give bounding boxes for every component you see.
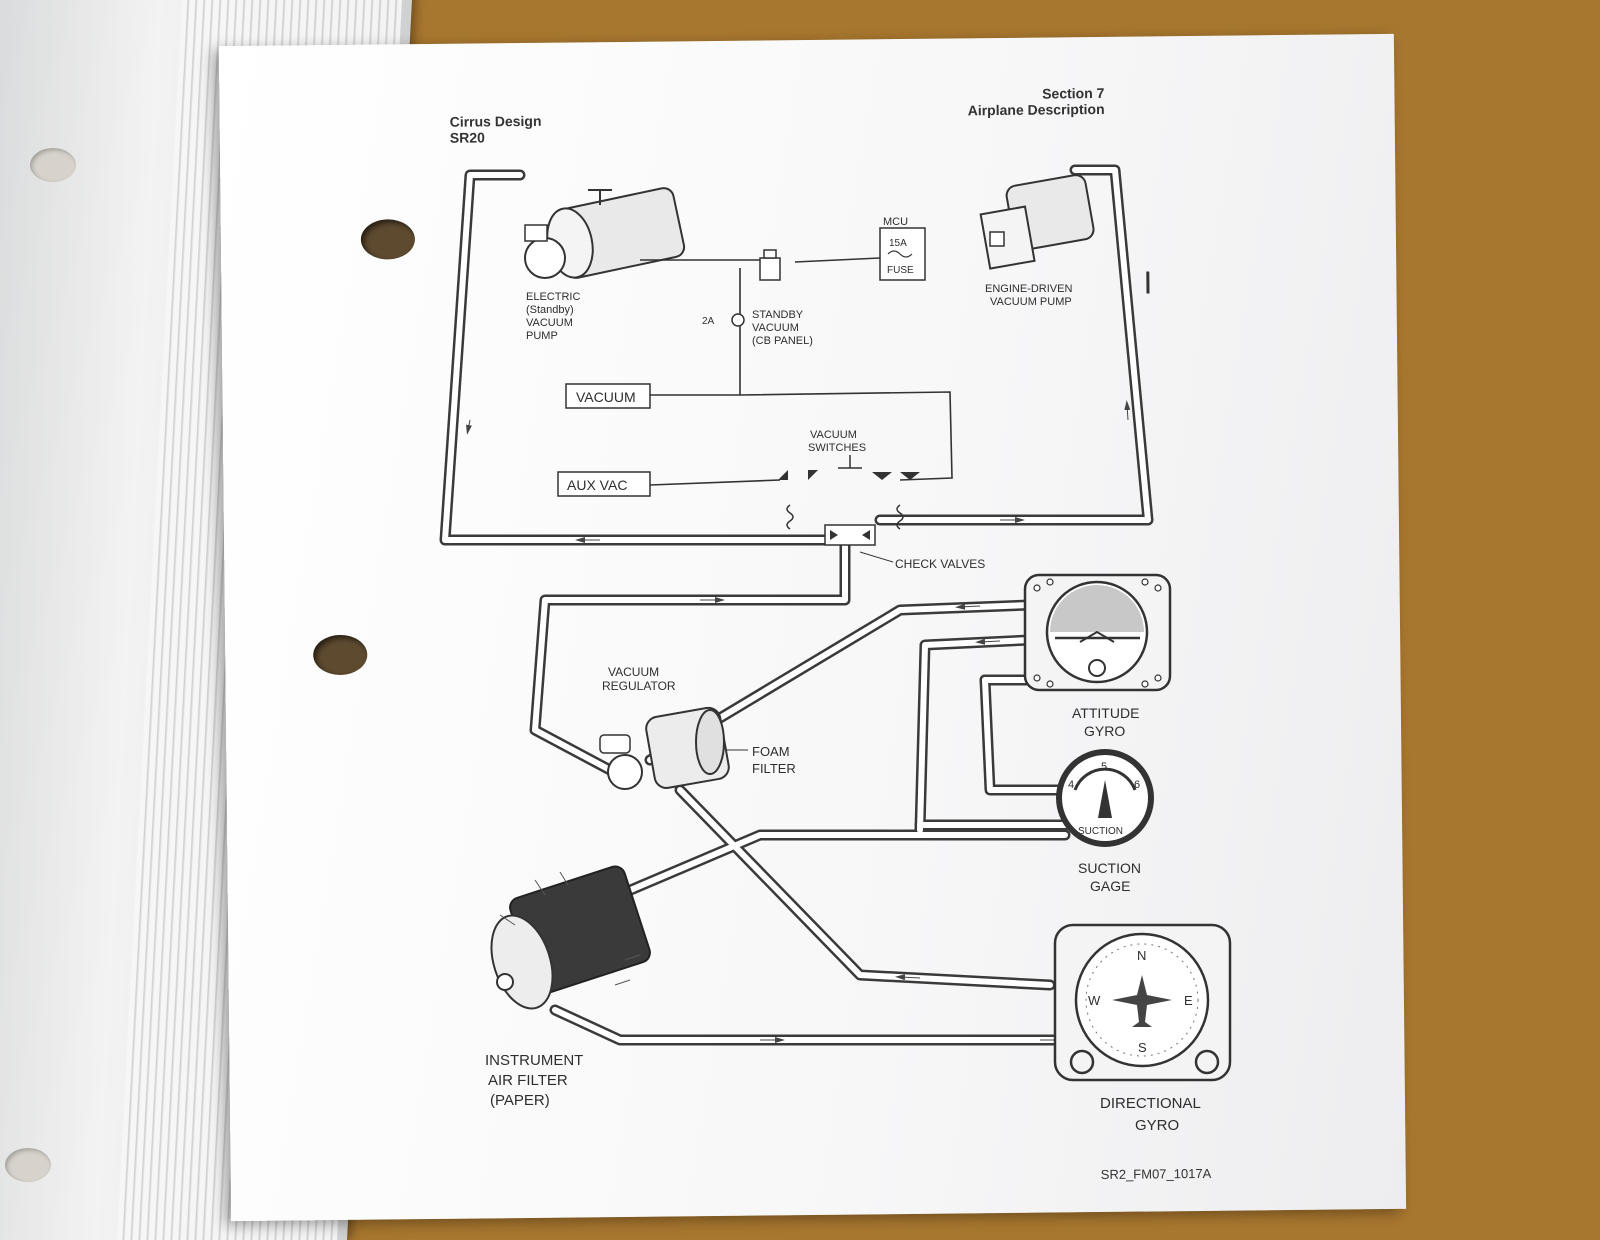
standby-vacuum-circuit-breaker: 2A STANDBY VACUUM (CB PANEL) bbox=[702, 309, 813, 347]
svg-text:SUCTION GAGE: SUCTION GAGE bbox=[1078, 860, 1145, 894]
svg-text:FOAM FILTER: FOAM FILTER bbox=[752, 744, 796, 776]
stack-punch-hole-top bbox=[30, 148, 76, 182]
svg-text:ELECTRIC (Standby) VAC: ELECTRIC (Standby) VACUUM PUMP bbox=[526, 291, 583, 342]
mcu-label: MCU bbox=[883, 216, 908, 228]
compass-s: S bbox=[1138, 1040, 1147, 1055]
flow-arrows bbox=[466, 400, 1131, 1043]
suction-gage-label-1: SUCTION bbox=[1078, 860, 1141, 876]
vacuum-regulator-label-2: REGULATOR bbox=[602, 679, 676, 693]
stack-punch-hole-bottom bbox=[5, 1148, 51, 1182]
electric-pump-label-4: PUMP bbox=[526, 330, 558, 342]
vacuum-system-diagram: MCU 15A FUSE 2A STANDBY VACUUM (CB PANEL… bbox=[439, 164, 1232, 1134]
electric-pump-label-2: (Standby) bbox=[526, 304, 574, 316]
air-filter-label-2: AIR FILTER bbox=[488, 1072, 568, 1089]
engine-pump-label-2: VACUUM PUMP bbox=[990, 296, 1072, 308]
svg-text:ENGINE-DRIVEN VACUUM PUMP: ENGINE-DRIVEN VACUUM PUMP bbox=[985, 283, 1075, 308]
engine-driven-vacuum-pump bbox=[979, 174, 1095, 270]
svg-text:ATTITUDE GYRO: ATTITUDE GYRO bbox=[1072, 705, 1143, 739]
suction-gage-label-2: GAGE bbox=[1090, 878, 1130, 894]
suction-gage: 4 5 6 SUCTION SUCTION GAGE bbox=[1056, 749, 1154, 894]
svg-text:VACUUM SWITCHES: VACUUM SWITCHES bbox=[808, 429, 866, 454]
svg-text:DIRECTIONAL GYRO: DIRECTIONAL GYRO bbox=[1100, 1095, 1204, 1134]
foam-filter-label-2: FILTER bbox=[752, 761, 796, 776]
check-valves: CHECK VALVES bbox=[824, 524, 985, 571]
directional-gyro-label-1: DIRECTIONAL bbox=[1100, 1095, 1201, 1112]
suction-tick-5: 5 bbox=[1101, 761, 1107, 773]
electric-vacuum-pump bbox=[524, 187, 686, 279]
suction-tick-4: 4 bbox=[1068, 779, 1074, 791]
relay-connector bbox=[759, 249, 781, 281]
air-filter-label-3: (PAPER) bbox=[490, 1092, 550, 1109]
fuse-label: FUSE bbox=[887, 265, 914, 276]
cb-amp-label: 2A bbox=[702, 316, 715, 327]
vacuum-regulator-label-1: VACUUM bbox=[608, 665, 659, 679]
electrical-wiring bbox=[640, 257, 953, 486]
compass-w: W bbox=[1088, 993, 1101, 1008]
svg-text:VACUUM REGULATOR: VACUUM REGULATOR bbox=[602, 665, 676, 693]
suction-tick-6: 6 bbox=[1134, 779, 1140, 791]
directional-gyro: N E S W DIRECTIONAL GYRO bbox=[1053, 923, 1232, 1134]
aux-vac-annunciator-label: AUX VAC bbox=[567, 477, 627, 493]
standby-vacuum-label-3: (CB PANEL) bbox=[752, 335, 813, 347]
fuse-amp-label: 15A bbox=[889, 238, 907, 249]
vacuum-switches-label-2: SWITCHES bbox=[808, 442, 866, 454]
svg-text:INSTRUMENT AIR FILTER: INSTRUMENT AIR FILTER (PAPER) bbox=[485, 1052, 587, 1109]
suction-dial-label: SUCTION bbox=[1078, 826, 1123, 837]
engine-pump-label-1: ENGINE-DRIVEN bbox=[985, 283, 1072, 295]
instrument-air-filter: INSTRUMENT AIR FILTER (PAPER) bbox=[485, 865, 651, 1109]
electric-pump-label-1: ELECTRIC bbox=[526, 291, 580, 303]
aux-vac-annunciator: AUX VAC bbox=[557, 471, 651, 497]
svg-text:STANDBY VACUUM (CB: STANDBY VACUUM (CB PANEL) bbox=[752, 309, 813, 347]
attitude-gyro: ATTITUDE GYRO bbox=[1023, 573, 1172, 739]
standby-vacuum-label-1: STANDBY bbox=[752, 309, 804, 321]
directional-gyro-label-2: GYRO bbox=[1135, 1117, 1179, 1134]
foam-filter-label-1: FOAM bbox=[752, 744, 790, 759]
vacuum-switches: VACUUM SWITCHES bbox=[778, 429, 920, 530]
attitude-gyro-label-2: GYRO bbox=[1084, 723, 1125, 739]
compass-n: N bbox=[1137, 948, 1146, 963]
attitude-gyro-label-1: ATTITUDE bbox=[1072, 705, 1139, 721]
vacuum-annunciator: VACUUM bbox=[565, 383, 651, 409]
vacuum-switches-label-1: VACUUM bbox=[810, 429, 857, 441]
check-valves-label: CHECK VALVES bbox=[895, 557, 985, 571]
vacuum-annunciator-label: VACUUM bbox=[576, 389, 636, 405]
compass-e: E bbox=[1184, 993, 1193, 1008]
foam-filter: FOAM FILTER bbox=[726, 744, 796, 776]
vacuum-regulator: VACUUM REGULATOR bbox=[599, 665, 730, 790]
electric-pump-label-3: VACUUM bbox=[526, 317, 573, 329]
air-filter-label-1: INSTRUMENT bbox=[485, 1052, 583, 1069]
standby-vacuum-label-2: VACUUM bbox=[752, 322, 799, 334]
mcu-fuse: MCU 15A FUSE bbox=[879, 216, 926, 281]
